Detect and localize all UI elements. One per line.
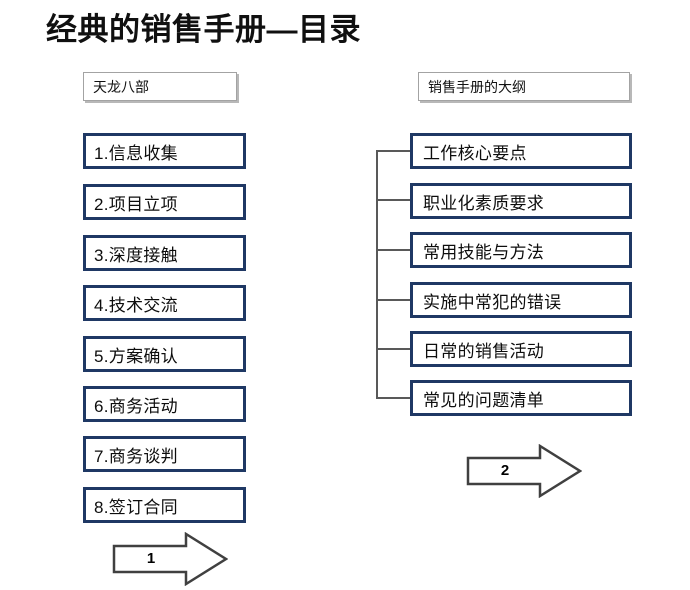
right-item-5[interactable]: 日常的销售活动 bbox=[410, 331, 632, 367]
left-item-7[interactable]: 7.商务谈判 bbox=[83, 436, 246, 472]
left-item-5-label: 5.方案确认 bbox=[94, 346, 178, 366]
left-item-2[interactable]: 2.项目立项 bbox=[83, 184, 246, 220]
left-column-header-box[interactable]: 天龙八部 bbox=[83, 72, 237, 101]
bracket-arm-4 bbox=[376, 299, 410, 301]
right-item-5-label: 日常的销售活动 bbox=[423, 341, 545, 361]
left-item-4[interactable]: 4.技术交流 bbox=[83, 285, 246, 321]
right-item-3-label: 常用技能与方法 bbox=[423, 242, 545, 262]
block-arrow-2[interactable]: 2 bbox=[466, 444, 582, 498]
bracket-arm-1 bbox=[376, 150, 410, 152]
block-arrow-1-number: 1 bbox=[146, 550, 156, 567]
left-item-8-label: 8.签订合同 bbox=[94, 497, 178, 517]
right-item-1[interactable]: 工作核心要点 bbox=[410, 133, 632, 169]
right-item-2[interactable]: 职业化素质要求 bbox=[410, 183, 632, 219]
bracket-arm-6 bbox=[376, 397, 410, 399]
page-title: 经典的销售手册—目录 bbox=[46, 12, 361, 47]
right-item-4-label: 实施中常犯的错误 bbox=[423, 292, 562, 312]
right-item-2-label: 职业化素质要求 bbox=[423, 193, 545, 213]
block-arrow-1[interactable]: 1 bbox=[112, 532, 228, 586]
left-item-6[interactable]: 6.商务活动 bbox=[83, 386, 246, 422]
right-column-header-label: 销售手册的大纲 bbox=[428, 78, 526, 95]
right-item-4[interactable]: 实施中常犯的错误 bbox=[410, 282, 632, 318]
left-item-7-label: 7.商务谈判 bbox=[94, 446, 178, 466]
left-item-1-label: 1.信息收集 bbox=[94, 143, 178, 163]
arrow-right-icon bbox=[112, 532, 228, 586]
bracket-spine bbox=[376, 150, 378, 399]
arrow-right-icon bbox=[466, 444, 582, 498]
bracket-arm-5 bbox=[376, 348, 410, 350]
left-item-5[interactable]: 5.方案确认 bbox=[83, 336, 246, 372]
bracket-arm-3 bbox=[376, 249, 410, 251]
left-item-1[interactable]: 1.信息收集 bbox=[83, 133, 246, 169]
left-item-8[interactable]: 8.签订合同 bbox=[83, 487, 246, 523]
left-item-6-label: 6.商务活动 bbox=[94, 396, 178, 416]
left-item-3[interactable]: 3.深度接触 bbox=[83, 235, 246, 271]
right-column-header-box[interactable]: 销售手册的大纲 bbox=[418, 72, 630, 101]
block-arrow-2-number: 2 bbox=[500, 462, 510, 479]
left-item-2-label: 2.项目立项 bbox=[94, 194, 178, 214]
left-item-3-label: 3.深度接触 bbox=[94, 245, 178, 265]
left-column-header-label: 天龙八部 bbox=[93, 78, 149, 95]
bracket-arm-2 bbox=[376, 199, 410, 201]
right-item-1-label: 工作核心要点 bbox=[423, 143, 527, 163]
right-item-6-label: 常见的问题清单 bbox=[423, 390, 545, 410]
left-item-4-label: 4.技术交流 bbox=[94, 295, 178, 315]
right-item-6[interactable]: 常见的问题清单 bbox=[410, 380, 632, 416]
right-item-3[interactable]: 常用技能与方法 bbox=[410, 232, 632, 268]
